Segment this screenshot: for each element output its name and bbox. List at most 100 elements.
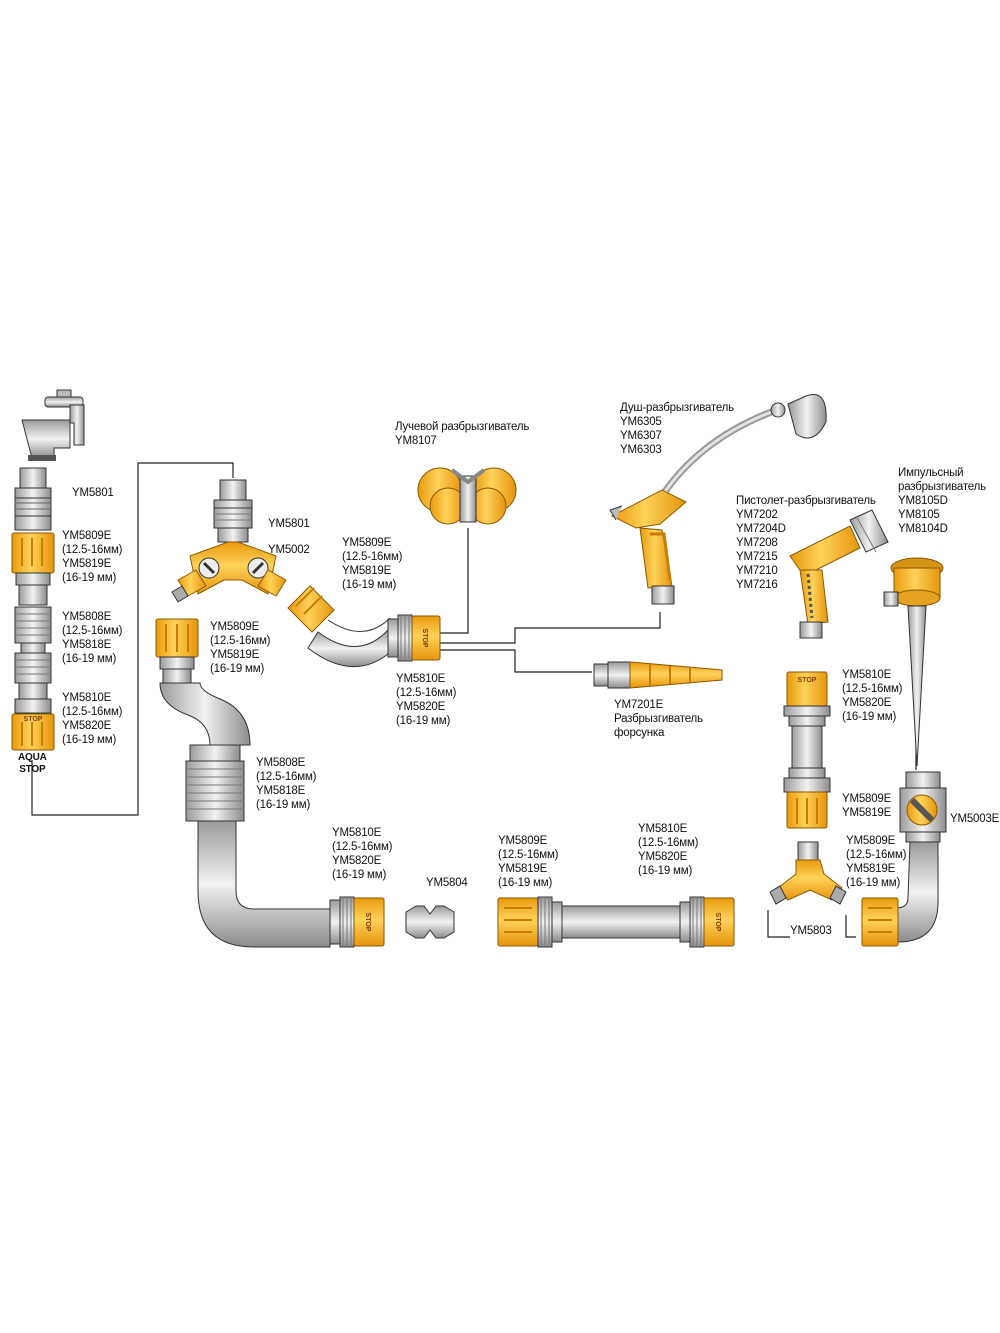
label-aqua-stop: AQUA STOP <box>18 752 47 776</box>
label-right-coupling-short: YM5809E YM5819E <box>842 792 891 820</box>
label-y-connector: YM5801 <box>268 517 310 531</box>
label-y-splitter: YM5002 <box>268 543 310 557</box>
label-line: (16-19 мм) <box>62 653 117 665</box>
label-beam-sprinkler: Лучевой разбрызгиватель YM8107 <box>395 420 529 448</box>
tap-stop-part: STOP <box>11 682 55 751</box>
y-splitter-assembly: STOP <box>171 479 441 667</box>
label-line: YM7215 <box>736 551 778 563</box>
label-tap-repair: YM5808E (12.5-16мм) YM5818E (16-19 мм) <box>62 610 122 666</box>
pistol-sprinkler-icon <box>789 509 889 639</box>
tap-coupling-part <box>11 532 55 606</box>
center-stop-part: STOP <box>387 614 441 662</box>
label-line: Разбрызгиватель <box>614 713 703 725</box>
label-line: YM6307 <box>620 430 662 442</box>
label-line: AQUA <box>18 752 47 763</box>
y3-bracket-right <box>845 915 856 938</box>
label-line: YM5820E <box>332 855 382 867</box>
label-line: Импульсный <box>898 467 964 479</box>
label-line: (16-19 мм) <box>638 865 693 877</box>
shower-leader-line <box>440 612 661 644</box>
label-line: (12.5-16мм) <box>396 687 457 699</box>
label-line: YM5819E <box>846 863 896 875</box>
tap-connector-part <box>14 467 52 531</box>
label-line: (16-19 мм) <box>62 734 117 746</box>
label-line: (16-19 мм) <box>396 715 451 727</box>
label-line: YM5809E <box>342 537 392 549</box>
label-line: YM5808E <box>256 757 306 769</box>
label-pipe-repair: YM5808E (12.5-16мм) YM5818E (16-19 мм) <box>256 756 316 812</box>
label-line: (12.5-16мм) <box>638 837 699 849</box>
label-line: (16-19 мм) <box>498 877 553 889</box>
label-line: YM5809E <box>210 621 260 633</box>
center-stop-text: STOP <box>421 629 428 648</box>
right-stop-text: STOP <box>798 677 817 684</box>
label-line: Душ-разбрызгиватель <box>620 402 734 414</box>
diag-coupling-part <box>287 585 391 667</box>
label-bottom-stop-right: YM5810E (12.5-16мм) YM5820E (16-19 мм) <box>638 822 698 878</box>
label-line: YM5820E <box>842 697 892 709</box>
label-line: YM5818E <box>256 785 306 797</box>
label-y-coupling: YM5809E (12.5-16мм) YM5819E (16-19 мм) <box>210 620 270 676</box>
label-line: YM5819E <box>210 649 260 661</box>
label-line: YM8105D <box>898 495 948 507</box>
label-line: YM7201E <box>614 699 664 711</box>
nozzle-sprinkler-icon <box>593 661 723 689</box>
label-line: (12.5-16мм) <box>62 706 123 718</box>
label-line: (12.5-16мм) <box>498 849 559 861</box>
label-line: YM5002 <box>268 544 310 556</box>
label-line: STOP <box>19 764 46 775</box>
label-line: YM5810E <box>332 827 382 839</box>
faucet-icon <box>21 389 85 461</box>
label-line: (16-19 мм) <box>210 663 265 675</box>
label-line: YM6303 <box>620 444 662 456</box>
label-line: (16-19 мм) <box>842 711 897 723</box>
y-three-way-icon <box>769 841 847 905</box>
label-line: Пистолет-разбрызгиватель <box>736 495 876 507</box>
label-y-three-way: YM5803 <box>790 924 832 938</box>
label-line: YM5820E <box>638 851 688 863</box>
label-line: (12.5-16мм) <box>256 771 317 783</box>
label-line: YM5810E <box>638 823 688 835</box>
label-line: YM8107 <box>395 435 437 447</box>
label-line: (16-19 мм) <box>62 572 117 584</box>
label-line: YM5801 <box>268 518 310 530</box>
label-right-stop: YM5810E (12.5-16мм) YM5820E (16-19 мм) <box>842 668 902 724</box>
label-line: YM5808E <box>62 611 112 623</box>
label-line: YM5803 <box>790 925 832 937</box>
label-line: YM6305 <box>620 416 662 428</box>
y-splitter-part <box>171 541 287 603</box>
tap-stop-text: STOP <box>24 716 43 723</box>
joiner-icon <box>405 905 455 939</box>
label-pistol-sprinkler: Пистолет-разбрызгиватель YM7202 YM7204D … <box>736 494 876 592</box>
label-line: (12.5-16мм) <box>62 625 123 637</box>
label-line: YM5801 <box>72 487 114 499</box>
label-diag-coupling: YM5809E (12.5-16мм) YM5819E (16-19 мм) <box>342 536 402 592</box>
label-line: (16-19 мм) <box>846 877 901 889</box>
tap-assembly: STOP <box>11 389 85 751</box>
label-line: YM5810E <box>62 692 112 704</box>
shower-sprinkler-icon <box>609 394 827 605</box>
bottom-right-stop-text: STOP <box>714 913 721 932</box>
y3-bracket-left <box>767 910 790 938</box>
label-tap-coupling: YM5809E (12.5-16мм) YM5819E (16-19 мм) <box>62 529 122 585</box>
label-line: (12.5-16мм) <box>842 683 903 695</box>
label-line: (12.5-16мм) <box>62 544 123 556</box>
s-pipe-assembly: STOP <box>155 618 385 948</box>
label-line: YM5810E <box>842 669 892 681</box>
tap-repair-part <box>14 606 52 684</box>
label-line: YM7210 <box>736 565 778 577</box>
label-tap-stop: YM5810E (12.5-16мм) YM5820E (16-19 мм) <box>62 691 122 747</box>
label-line: YM5818E <box>62 639 112 651</box>
label-line: YM8104D <box>898 523 948 535</box>
label-line: YM5819E <box>842 807 892 819</box>
label-line: (12.5-16мм) <box>342 551 403 563</box>
beam-sprinkler-icon <box>417 467 517 525</box>
label-line: YM5819E <box>498 863 548 875</box>
tap-to-y-line <box>31 462 234 816</box>
label-nozzle-sprinkler: YM7201E Разбрызгиватель форсунка <box>614 698 703 740</box>
label-line: YM5819E <box>342 565 392 577</box>
label-line: YM7202 <box>736 509 778 521</box>
y-connector-part <box>213 479 253 543</box>
right-hose-assembly: STOP <box>783 671 831 829</box>
bottom-left-stop-text: STOP <box>364 913 371 932</box>
